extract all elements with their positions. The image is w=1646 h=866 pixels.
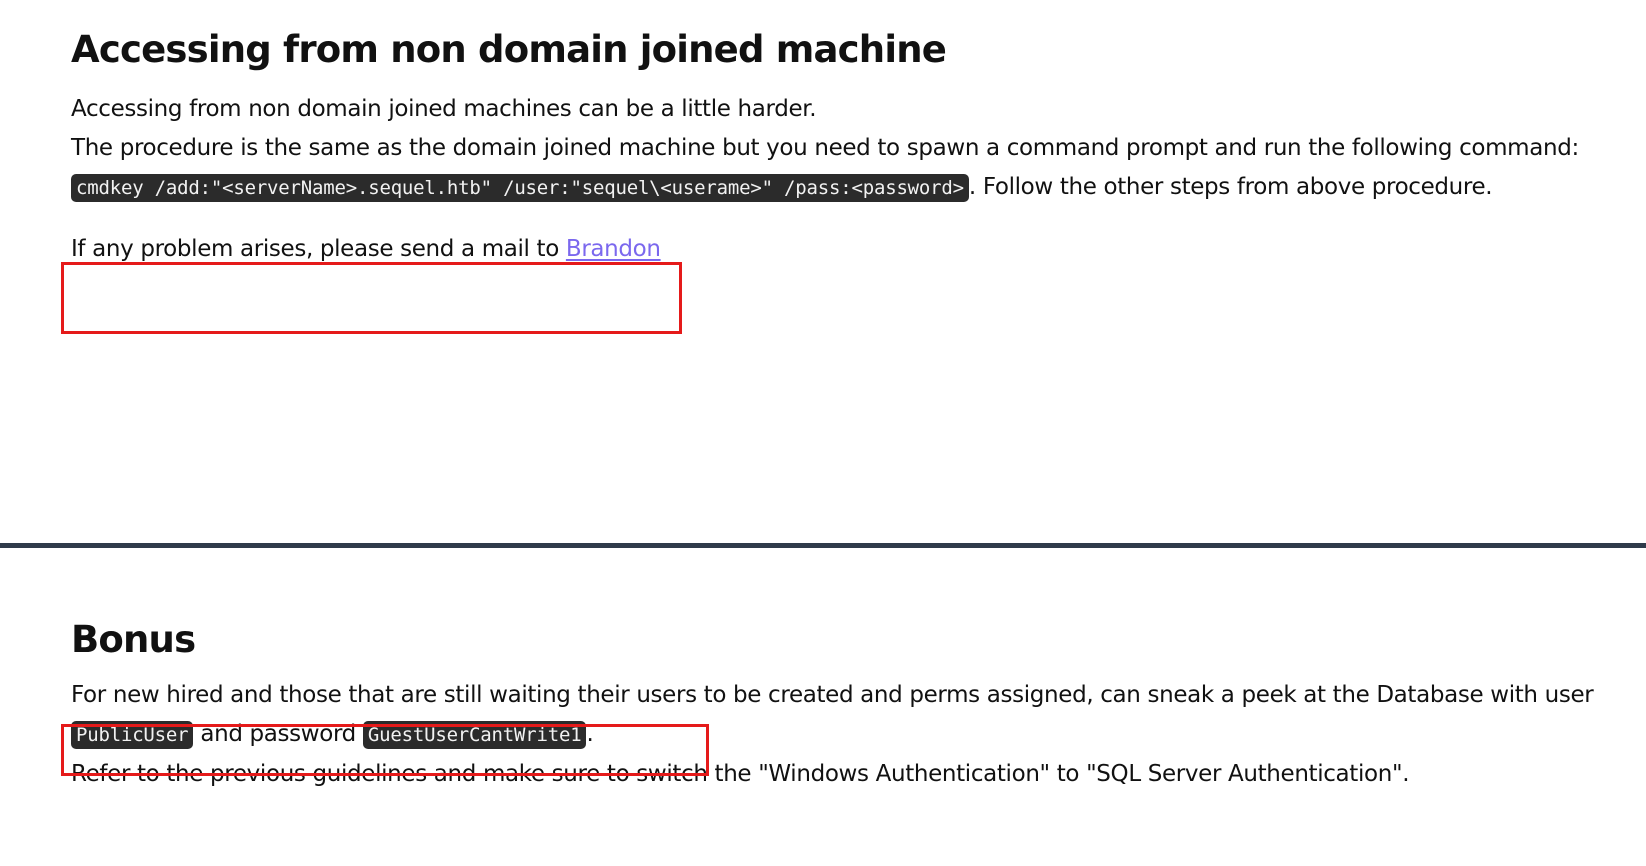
password-code: GuestUserCantWrite1 xyxy=(362,721,587,749)
section-non-domain-access: Accessing from non domain joined machine… xyxy=(71,22,1606,269)
intro-text: Accessing from non domain joined machine… xyxy=(71,96,817,122)
bonus-text-end: . xyxy=(586,721,594,747)
cmdkey-command-code: cmdkey /add:"<serverName>.sequel.htb" /u… xyxy=(71,174,969,202)
bonus-text-middle: and password xyxy=(193,721,363,747)
section-title: Bonus xyxy=(71,618,196,661)
problem-paragraph: If any problem arises, please send a mai… xyxy=(71,230,1606,269)
brandon-mail-link[interactable]: Brandon xyxy=(565,236,661,262)
bonus-paragraph: For new hired and those that are still w… xyxy=(71,676,1606,794)
username-code: PublicUser xyxy=(71,721,194,749)
section-divider xyxy=(0,543,1646,548)
bonus-text: For new hired and those that are still w… xyxy=(71,682,1594,708)
section-title: Accessing from non domain joined machine xyxy=(71,28,947,71)
procedure-text: The procedure is the same as the domain … xyxy=(71,135,1579,161)
section-bonus: Bonus For new hired and those that are s… xyxy=(71,612,1606,794)
problem-highlight-box xyxy=(61,262,682,334)
problem-text: If any problem arises, please send a mai… xyxy=(71,236,566,262)
access-paragraph: Accessing from non domain joined machine… xyxy=(71,90,1606,208)
bonus-guideline-text: Refer to the previous guidelines and mak… xyxy=(71,761,1410,787)
procedure-text-end: . Follow the other steps from above proc… xyxy=(968,174,1493,200)
